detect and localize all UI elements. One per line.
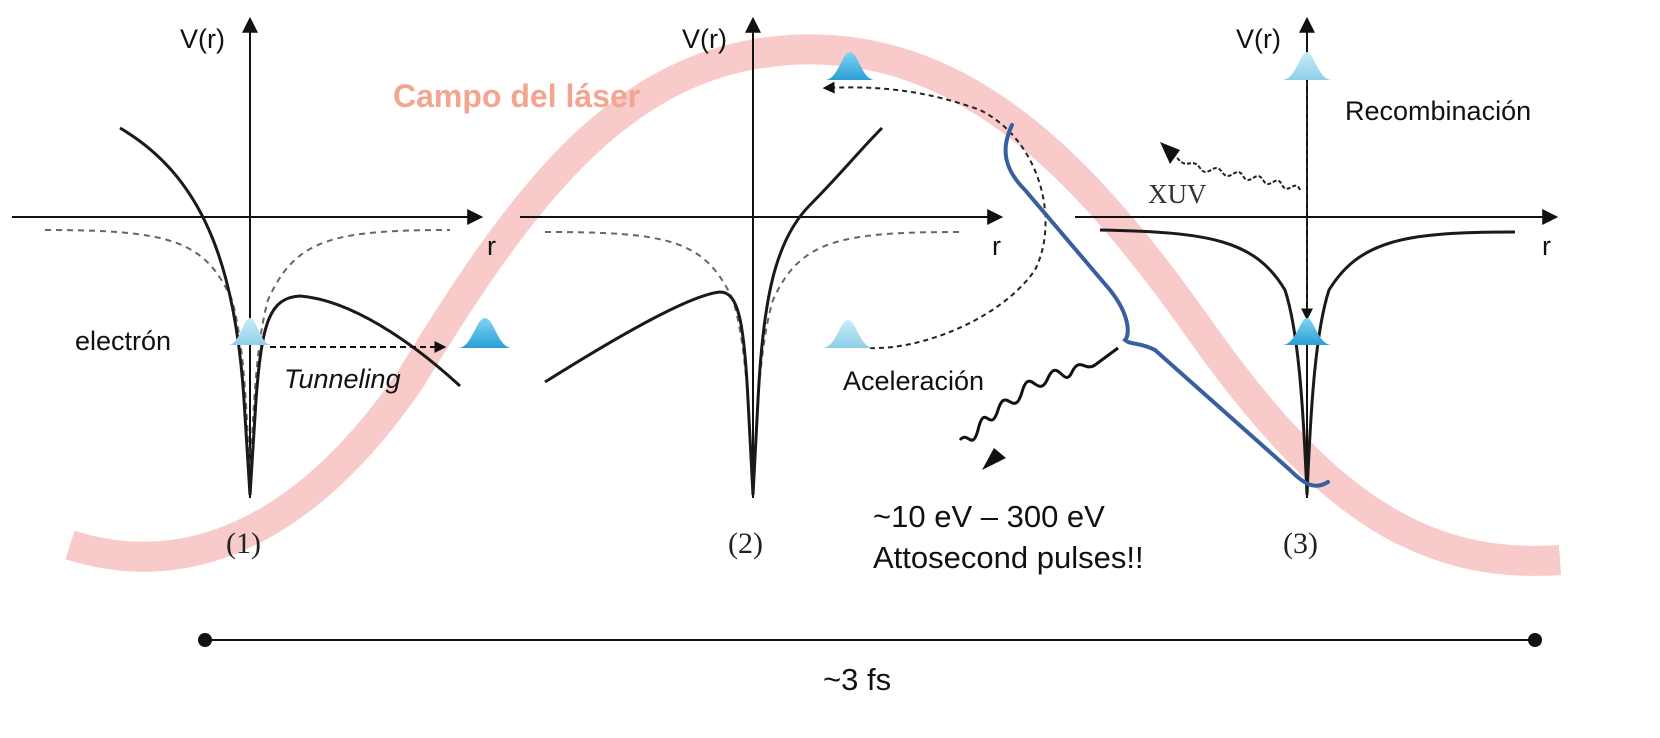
xuv-label: XUV xyxy=(1148,179,1207,209)
emission-brace xyxy=(1003,123,1330,488)
attosecond-pulse-arrowhead-icon xyxy=(982,448,1006,470)
electron-label: electrón xyxy=(75,326,171,356)
panel-3-x-axis-label: r xyxy=(1542,231,1551,261)
panel-3-coulomb-potential xyxy=(1099,228,1516,496)
panel-3: V(r) r (3) XUV Recombinación xyxy=(1075,16,1559,560)
duration-label: ~3 fs xyxy=(823,662,891,697)
time-scale-start-dot xyxy=(198,633,212,647)
panel-3-returning-wavepacket xyxy=(1282,52,1332,80)
recombination-label: Recombinación xyxy=(1345,96,1531,126)
panel-2-leaving-wavepacket xyxy=(822,320,874,348)
panel-1: V(r) r (1) electrón Tunneling xyxy=(12,16,512,560)
panel-2-y-axis-label: V(r) xyxy=(682,24,727,54)
panel-1-x-axis-label: r xyxy=(487,231,496,261)
time-scale-bar: ~3 fs xyxy=(198,633,1542,697)
panel-3-bound-wavepacket xyxy=(1282,318,1332,345)
acceleration-trajectory xyxy=(822,81,1047,350)
attosecond-pulse-wave xyxy=(958,346,1119,442)
panel-2-tilted-potential xyxy=(544,126,884,496)
laser-field-wave xyxy=(65,34,1562,576)
panel-1-tilted-potential xyxy=(119,126,462,496)
panel-2: V(r) r (2) Aceleración xyxy=(520,16,1047,560)
panel-1-label: (1) xyxy=(226,527,261,560)
energy-range-label: ~10 eV – 300 eV xyxy=(873,499,1105,534)
panel-3-label: (3) xyxy=(1283,527,1318,560)
xuv-emission-wave xyxy=(1175,155,1301,191)
xuv-arrowhead-icon xyxy=(1160,142,1180,164)
time-scale-end-dot xyxy=(1528,633,1542,647)
acceleration-label: Aceleración xyxy=(843,366,984,396)
panel-2-label: (2) xyxy=(728,527,763,560)
panel-3-y-axis-label: V(r) xyxy=(1236,24,1281,54)
panel-1-bound-wavepacket xyxy=(228,318,272,345)
laser-field-label: Campo del láser xyxy=(393,78,640,114)
tunneling-label: Tunneling xyxy=(284,364,401,394)
panel-2-x-axis-label: r xyxy=(992,231,1001,261)
panel-1-tunneled-wavepacket xyxy=(458,318,512,348)
panel-2-accelerated-wavepacket xyxy=(825,52,875,80)
attosecond-pulses-label: Attosecond pulses!! xyxy=(873,540,1144,575)
panel-1-y-axis-label: V(r) xyxy=(180,24,225,54)
